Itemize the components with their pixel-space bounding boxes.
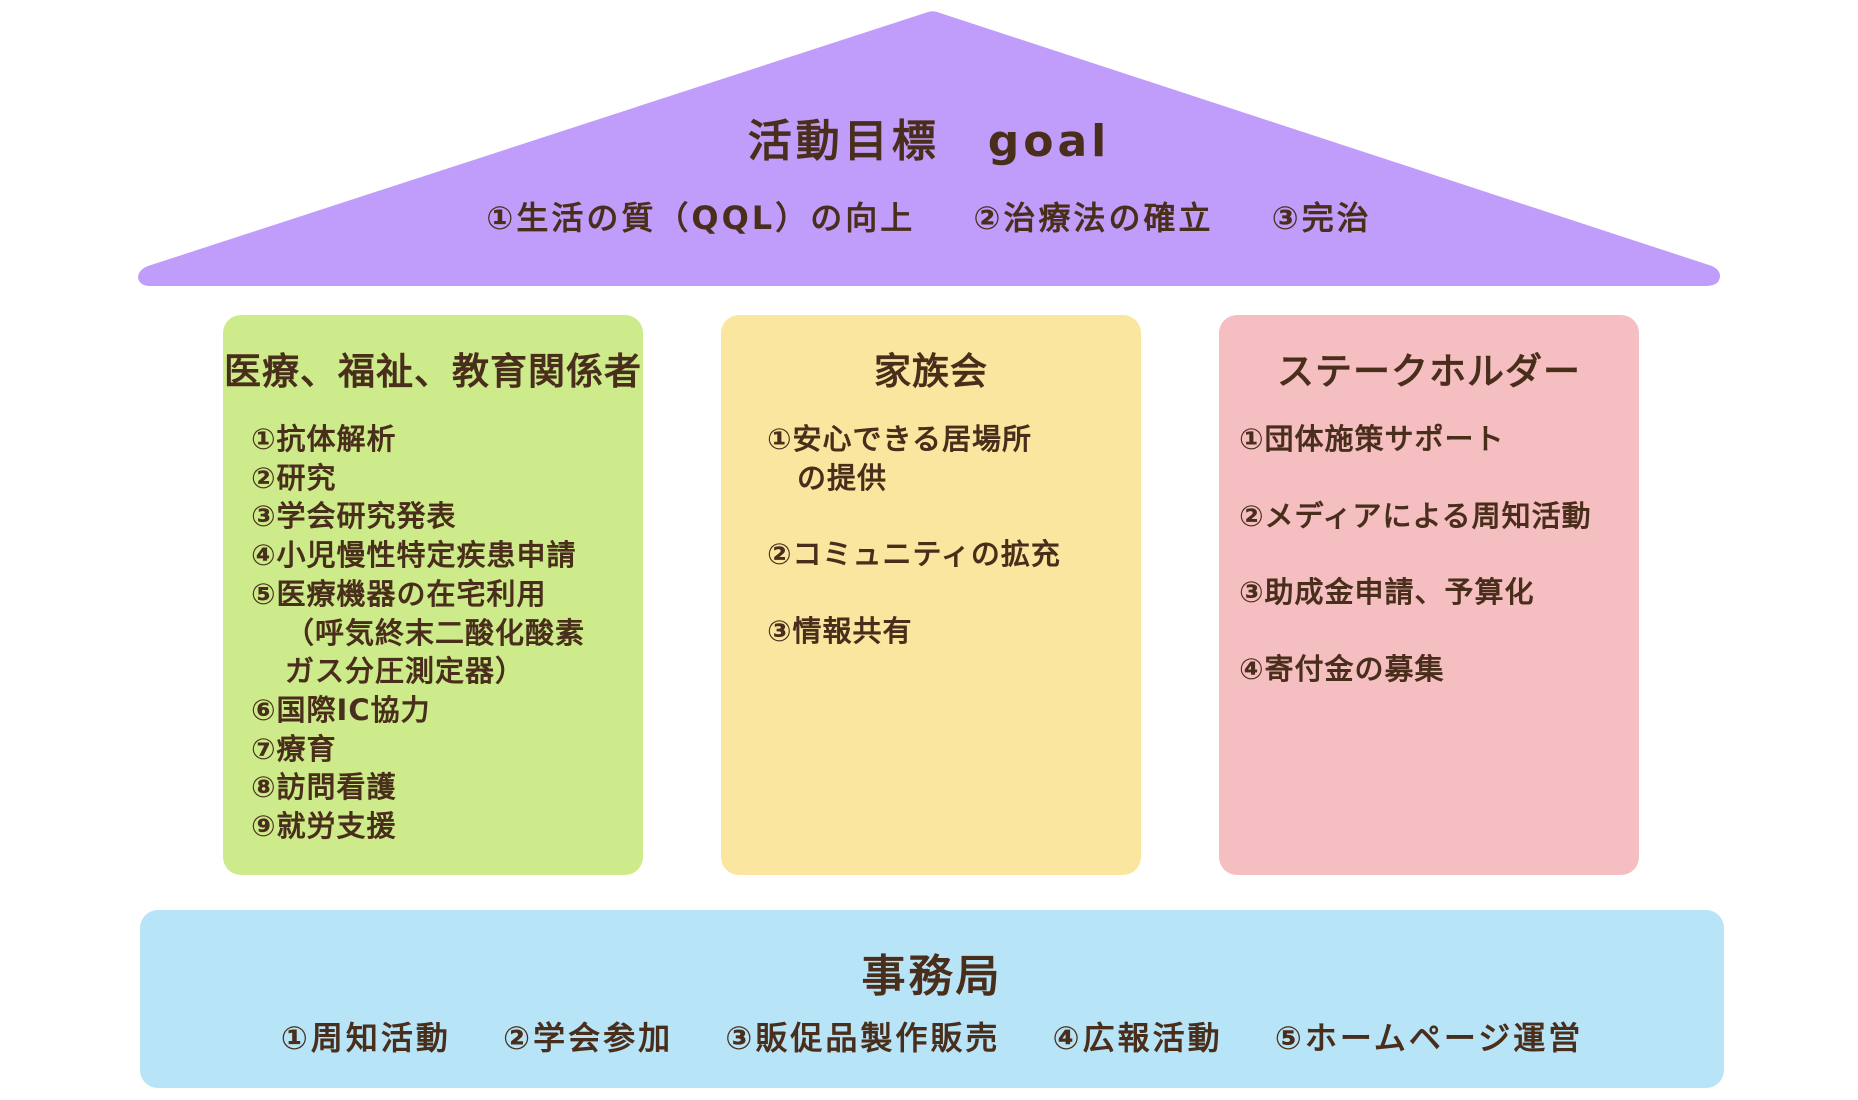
pillar-family: 家族会 ①安心できる居場所 の提供 ②コミュニティの拡充 ③情報共有 (721, 315, 1141, 875)
list-item: ③助成金申請、予算化 (1239, 575, 1535, 610)
list-item: ⑧訪問看護 (251, 770, 397, 805)
base-item: ③販促品製作販売 (725, 1019, 1001, 1057)
list-item: ⑦療育 (251, 731, 337, 766)
base-office: 事務局 ①周知活動 ②学会参加 ③販促品製作販売 ④広報活動 ⑤ホームページ運営 (140, 910, 1724, 1088)
pillar-family-title: 家族会 (874, 350, 988, 393)
roof-goal-2: ②治療法の確立 (973, 199, 1214, 237)
base-item: ⑤ホームページ運営 (1274, 1019, 1584, 1057)
list-item: ⑤医療機器の在宅利用 (251, 576, 547, 611)
list-item: ③学会研究発表 (251, 499, 457, 534)
list-item: ⑨就労支援 (251, 809, 397, 844)
list-item: ①抗体解析 (251, 422, 397, 456)
pillar-medical-list: ①抗体解析 ②研究 ③学会研究発表 ④小児慢性特定疾患申請 ⑤医療機器の在宅利用… (251, 420, 631, 846)
list-item: ②研究 (251, 460, 337, 495)
list-item: ①団体施策サポート (1239, 422, 1505, 456)
list-item: ④寄付金の募集 (1239, 652, 1445, 687)
list-item: （呼気終末二酸化酸素 (285, 615, 586, 650)
base-title: 事務局 (861, 951, 1003, 1002)
base-items: ①周知活動 ②学会参加 ③販促品製作販売 ④広報活動 ⑤ホームページ運営 (140, 1013, 1724, 1059)
roof-goal-1: ①生活の質（QQL）の向上 (486, 199, 916, 237)
list-item: ①安心できる居場所 の提供 (767, 422, 1032, 495)
list-item: ②コミュニティの拡充 (767, 537, 1061, 572)
roof-goals: ①生活の質（QQL）の向上 ②治療法の確立 ③完治 (0, 193, 1858, 239)
base-item: ①周知活動 (280, 1019, 451, 1057)
pillar-stakeholder-title: ステークホルダー (1277, 350, 1581, 393)
roof-goal-3: ③完治 (1271, 199, 1372, 237)
list-item: ガス分圧測定器） (285, 654, 526, 689)
roof-title: 活動目標 goal (747, 116, 1111, 167)
pillar-stakeholder: ステークホルダー ①団体施策サポート ②メディアによる周知活動 ③助成金申請、予… (1219, 315, 1639, 875)
pillar-stakeholder-list: ①団体施策サポート ②メディアによる周知活動 ③助成金申請、予算化 ④寄付金の募… (1239, 420, 1627, 727)
roof-triangle (138, 11, 1720, 286)
pillar-medical-title: 医療、福祉、教育関係者 (224, 350, 642, 393)
list-item: ④小児慢性特定疾患申請 (251, 538, 577, 573)
pillar-family-list: ①安心できる居場所 の提供 ②コミュニティの拡充 ③情報共有 (767, 420, 1129, 689)
pillar-medical: 医療、福祉、教育関係者 ①抗体解析 ②研究 ③学会研究発表 ④小児慢性特定疾患申… (223, 315, 643, 875)
roof-shape (138, 11, 1720, 286)
base-item: ④広報活動 (1052, 1019, 1223, 1057)
list-item: ⑥国際IC協力 (251, 692, 431, 727)
base-item: ②学会参加 (503, 1019, 674, 1057)
list-item: ②メディアによる周知活動 (1239, 498, 1592, 533)
list-item: ③情報共有 (767, 614, 913, 649)
